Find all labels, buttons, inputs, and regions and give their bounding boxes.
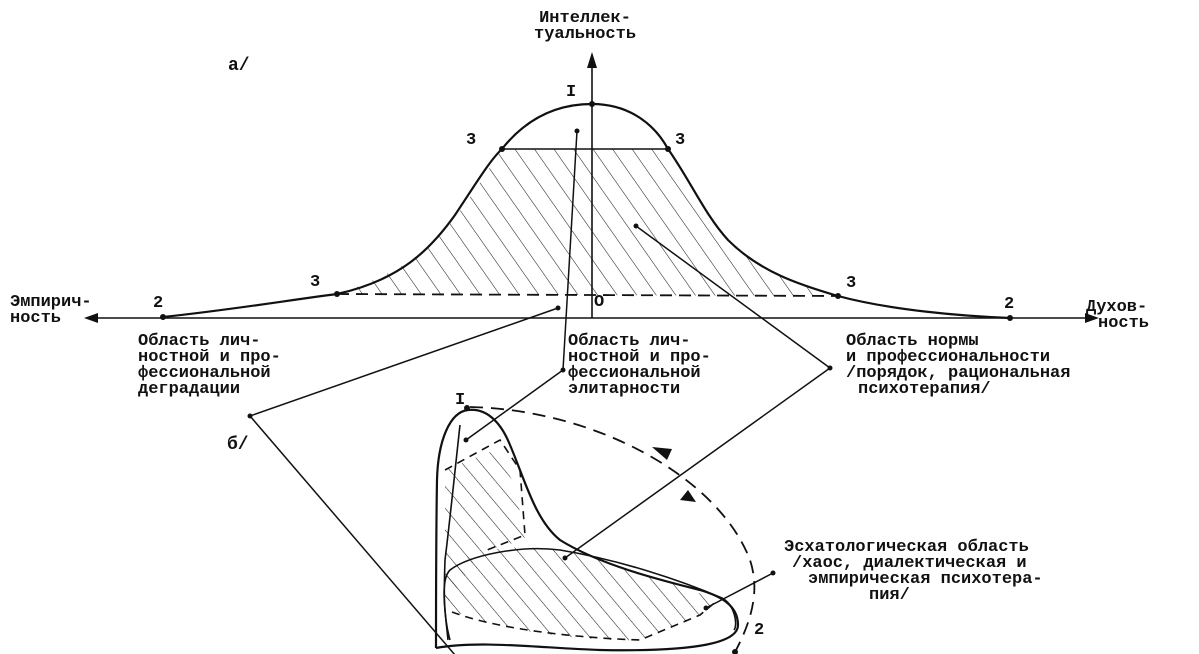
point-3-bottom-right (835, 293, 841, 299)
arc-arrow-down (652, 447, 672, 460)
point-3-bottom-left (334, 291, 340, 297)
point-2-left (160, 314, 166, 320)
panel-b-label: б/ (227, 435, 249, 455)
surface-3d-dashed-inner (444, 438, 526, 553)
point-3d-1-label: I (455, 391, 466, 410)
arc-arrow-up (680, 490, 696, 502)
point-1 (589, 101, 595, 107)
point-2-right-label: 2 (1004, 295, 1015, 314)
point-3d-1 (464, 405, 470, 411)
point-3-top-right (665, 146, 671, 152)
curve-points (160, 101, 1013, 321)
axis-y-label: Интеллек- туальность (534, 9, 637, 44)
point-2-left-label: 2 (153, 294, 164, 313)
axis-right-label: Духов- ность (1086, 298, 1150, 333)
point-2-right (1007, 315, 1013, 321)
region-eschatological-label: Эсхатологическая область /хаос, диалекти… (784, 538, 1043, 605)
hatched-region-norm (337, 149, 838, 296)
point-3-bottom-left-label: 3 (310, 273, 321, 292)
point-1-label: I (566, 83, 577, 102)
axis-y-arrow (587, 52, 597, 68)
point-3-top-right-label: 3 (675, 131, 686, 150)
arc-dashed (469, 406, 756, 653)
origin-label: О (594, 293, 605, 312)
hatched-region-3d-bottom (443, 547, 718, 641)
surface-3d-inner (443, 547, 737, 641)
point-3d-2-label: 2 (754, 621, 765, 640)
surface-3d-outline (434, 408, 740, 652)
axis-x-right-arrow (1085, 313, 1099, 323)
leader-lines (249, 130, 831, 654)
point-3d-2 (732, 649, 738, 654)
point-3-top-left (499, 146, 505, 152)
axis-left-label: Эмпирич- ность (10, 293, 92, 328)
chord-bottom-dashed (336, 293, 839, 297)
surface-3d-wall-line (443, 424, 461, 641)
hatched-region-3d-wall (445, 450, 525, 607)
region-elite-label: Область лич- ностной и про- фессионально… (568, 332, 711, 399)
point-3-top-left-label: 3 (466, 131, 477, 150)
region-degradation-label: Область лич- ностной и про- фессионально… (138, 332, 281, 399)
panel-a-label: а/ (228, 56, 250, 76)
axis-x-left-arrow (84, 313, 98, 323)
region-norm-label: Область нормы и профессиональности /поря… (846, 332, 1071, 399)
point-3-bottom-right-label: 3 (846, 274, 857, 293)
